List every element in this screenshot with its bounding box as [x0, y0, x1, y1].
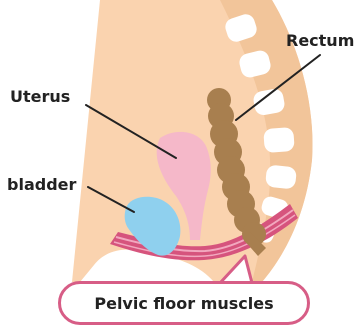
- bladder-label: bladder: [7, 175, 76, 194]
- vertebra: [265, 164, 297, 189]
- vertebra: [263, 127, 295, 153]
- rectum-label: Rectum: [286, 31, 354, 50]
- pelvic-floor-label: Pelvic floor muscles: [94, 294, 273, 313]
- uterus-label: Uterus: [10, 87, 70, 106]
- pelvic-floor-callout: Pelvic floor muscles: [58, 281, 310, 325]
